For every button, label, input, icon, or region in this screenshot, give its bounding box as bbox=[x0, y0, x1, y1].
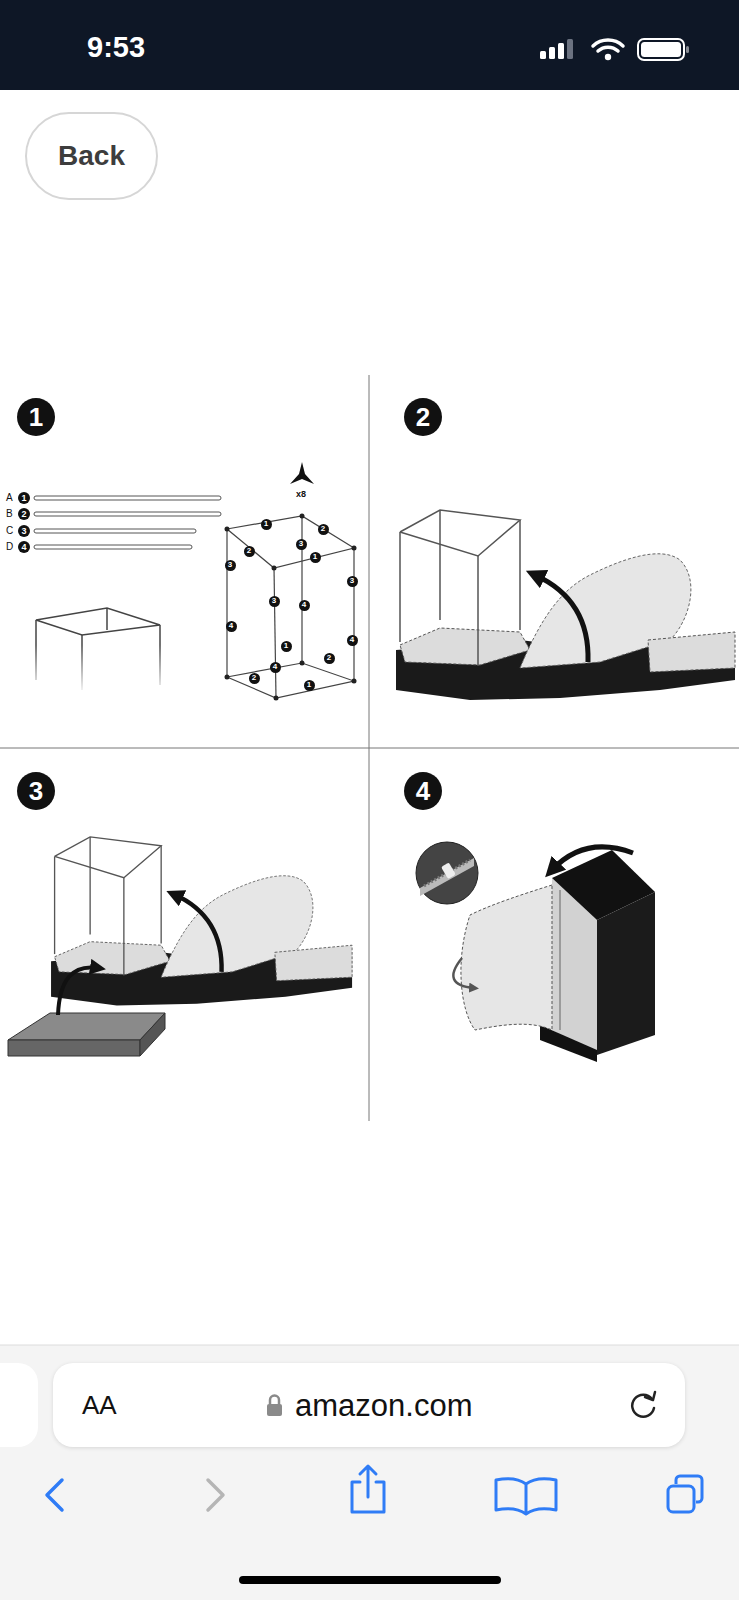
browser-icon bbox=[267, 1404, 282, 1416]
callout-number: 3 bbox=[225, 560, 236, 571]
callout-number: 2 bbox=[18, 508, 30, 520]
browser-toolbar bbox=[0, 1345, 739, 1600]
callout-number: 1 bbox=[261, 519, 272, 530]
number-text: 2 bbox=[21, 510, 26, 519]
number-text: 4 bbox=[350, 636, 354, 644]
callout-number: 4 bbox=[18, 541, 30, 553]
number-text: 4 bbox=[302, 601, 306, 609]
number-text: 1 bbox=[284, 642, 288, 650]
part-letter: A bbox=[6, 493, 13, 503]
button-label: Back bbox=[58, 140, 125, 172]
part-letter: C bbox=[6, 526, 13, 536]
callout-number: 1 bbox=[304, 680, 315, 691]
callout-number: 4 bbox=[347, 635, 358, 646]
browser-icon bbox=[270, 1396, 279, 1405]
number-text: 3 bbox=[350, 577, 354, 585]
floor-tray bbox=[8, 967, 165, 1056]
back-button: Back bbox=[25, 112, 158, 200]
address-bar: AA amazon.com bbox=[53, 1363, 685, 1447]
callout-number: 3 bbox=[296, 539, 307, 550]
callout-number: 3 bbox=[347, 576, 358, 587]
text-size-button: AA bbox=[82, 1392, 117, 1418]
closed-tent bbox=[416, 842, 655, 1062]
part-letter: D bbox=[6, 542, 13, 552]
callout-number: 2 bbox=[244, 546, 255, 557]
quantity-label: x8 bbox=[296, 490, 306, 499]
step-number: 2 bbox=[404, 398, 442, 436]
number-text: 2 bbox=[327, 654, 331, 662]
callout-number: 1 bbox=[18, 492, 30, 504]
number-text: 1 bbox=[313, 553, 317, 561]
callout-number: 4 bbox=[299, 600, 310, 611]
number-text: 4 bbox=[416, 778, 430, 804]
status-bar bbox=[0, 0, 739, 90]
callout-number: 4 bbox=[226, 621, 237, 632]
callout-number: 3 bbox=[18, 525, 30, 537]
number-text: 1 bbox=[264, 520, 268, 528]
number-text: 1 bbox=[307, 681, 311, 689]
number-text: 3 bbox=[228, 561, 232, 569]
number-text: 4 bbox=[273, 663, 277, 671]
callout-number: 1 bbox=[310, 552, 321, 563]
number-text: 4 bbox=[21, 543, 26, 552]
part-letter: B bbox=[6, 509, 13, 519]
tall-frame bbox=[225, 514, 357, 701]
step-number: 3 bbox=[17, 772, 55, 810]
callout-number: 4 bbox=[270, 662, 281, 673]
callout-number: 2 bbox=[324, 653, 335, 664]
status-time: 9:53 bbox=[87, 33, 145, 62]
tent-layout bbox=[396, 510, 735, 700]
number-text: 2 bbox=[252, 674, 256, 682]
step-number: 4 bbox=[404, 772, 442, 810]
browser-icon bbox=[632, 1395, 654, 1417]
number-text: 2 bbox=[416, 404, 430, 430]
number-text: 2 bbox=[247, 547, 251, 555]
number-text: 3 bbox=[29, 778, 43, 804]
number-text: 3 bbox=[299, 540, 303, 548]
step-number: 1 bbox=[17, 398, 55, 436]
small-frame bbox=[20, 608, 180, 695]
callout-number: 2 bbox=[249, 673, 260, 684]
browser-icon bbox=[645, 1392, 655, 1400]
panel-divider bbox=[0, 748, 739, 749]
callout-number: 2 bbox=[318, 524, 329, 535]
url-text: amazon.com bbox=[295, 1390, 472, 1421]
number-text: 3 bbox=[21, 527, 26, 536]
number-text: 1 bbox=[29, 404, 43, 430]
number-text: 3 bbox=[272, 597, 276, 605]
number-text: 2 bbox=[321, 525, 325, 533]
pole-parts bbox=[34, 462, 314, 549]
zipper-icon bbox=[416, 842, 478, 904]
tent-layout bbox=[51, 837, 352, 1006]
callout-number: 1 bbox=[281, 641, 292, 652]
number-text: 1 bbox=[21, 494, 26, 503]
callout-number: 3 bbox=[269, 596, 280, 607]
number-text: 4 bbox=[229, 622, 233, 630]
corner-connector bbox=[290, 462, 314, 484]
